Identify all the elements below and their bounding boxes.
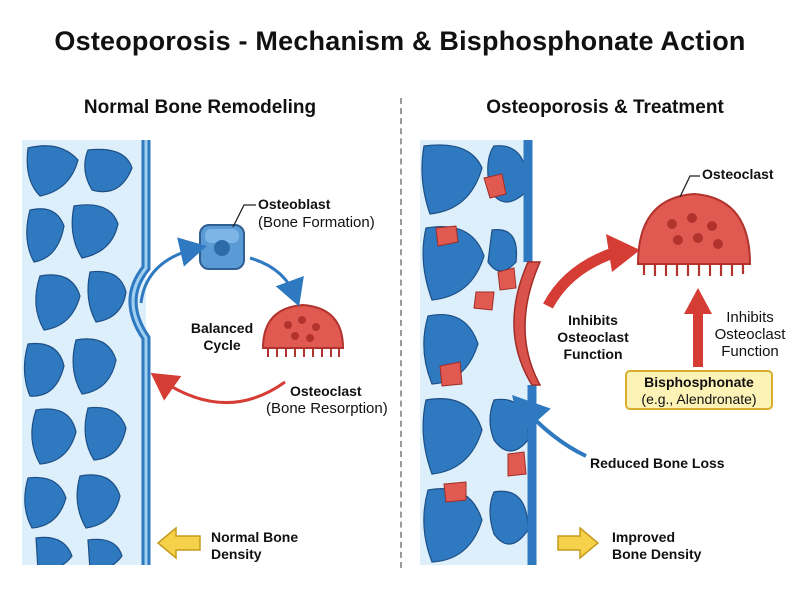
arrow-to-osteoclast (543, 246, 618, 309)
left-panel-heading: Normal Bone Remodeling (83, 97, 317, 118)
page-title: Osteoporosis - Mechanism & Bisphosphonat… (54, 26, 746, 56)
reduced-loss-arrow (512, 395, 587, 458)
right-osteoclast-cell-icon (636, 192, 752, 276)
inhibit-arrow (693, 312, 703, 367)
right-panel-heading: Osteoporosis & Treatment (486, 97, 724, 118)
reduced-bone-loss-label: Reduced Bone Loss (590, 455, 725, 471)
resorption-pit (513, 261, 542, 386)
cycle-arrow-to-osteoclast (249, 256, 304, 307)
yellow-arrow-icon (156, 526, 600, 560)
cycle-arrow-resorption (150, 372, 286, 405)
osteoporotic-bone-tissue (420, 140, 532, 565)
bisphosphonate-example: (e.g., Alendronate) (641, 391, 757, 407)
left-osteoclast-role: (Bone Resorption) (266, 400, 388, 417)
bisphosphonate-name: Bisphosphonate (644, 374, 754, 390)
osteoblast-label: Osteoblast (258, 196, 331, 212)
left-osteoclast-label: Osteoclast (290, 383, 362, 399)
cycle-arrow-formation (139, 237, 207, 304)
normal-bone-tissue (22, 140, 146, 565)
osteoblast-cell-icon (199, 224, 245, 270)
right-osteoclast-label: Osteoclast (702, 166, 774, 182)
osteoblast-role: (Bone Formation) (258, 214, 375, 231)
bisphosphonate-box: Bisphosphonate (e.g., Alendronate) (625, 370, 773, 410)
left-osteoclast-cell-icon (261, 303, 345, 357)
panel-divider (400, 98, 402, 568)
